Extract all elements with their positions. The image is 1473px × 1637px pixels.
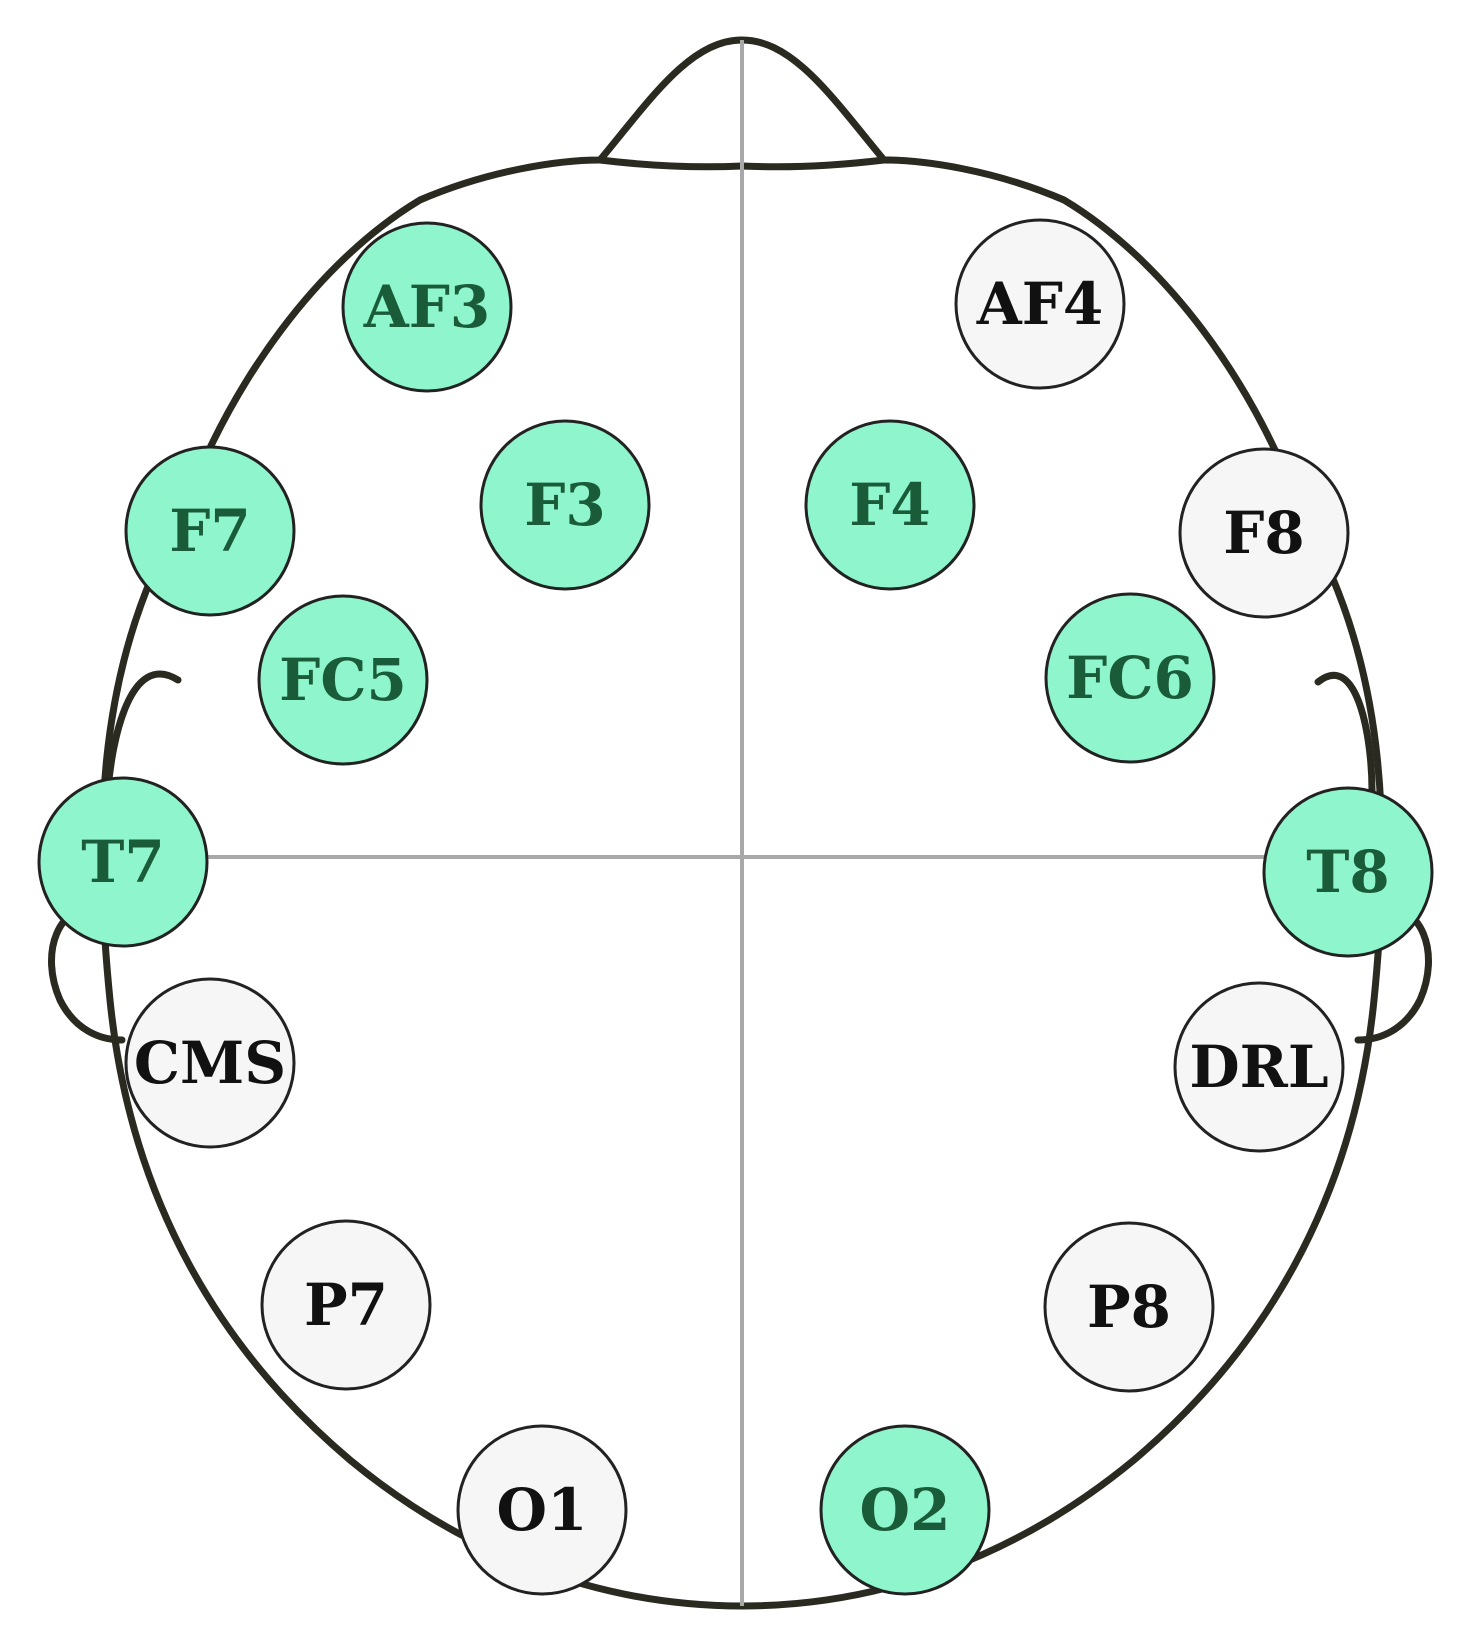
electrode-label: O1 [497, 1476, 588, 1544]
electrode-label: DRL [1189, 1033, 1328, 1101]
electrode-AF3: AF3 [341, 221, 513, 393]
electrode-label: F8 [1223, 499, 1305, 567]
electrode-P8: P8 [1043, 1221, 1215, 1393]
electrode-label: T7 [81, 828, 165, 896]
electrode-circle [260, 1219, 432, 1391]
electrode-T7: T7 [37, 776, 209, 948]
electrode-circle [1262, 786, 1434, 958]
electrode-circle [257, 594, 429, 766]
electrode-circle [456, 1424, 628, 1596]
electrode-P7: P7 [260, 1219, 432, 1391]
electrode-label: CMS [134, 1029, 286, 1097]
electrode-circle [1043, 1221, 1215, 1393]
electrode-circle [819, 1424, 991, 1596]
electrode-FC5: FC5 [257, 594, 429, 766]
electrode-FC6: FC6 [1044, 592, 1216, 764]
electrode-F7: F7 [124, 445, 296, 617]
electrode-label: P8 [1087, 1273, 1171, 1341]
electrode-DRL: DRL [1173, 981, 1345, 1153]
electrode-circle [1044, 592, 1216, 764]
electrode-F4: F4 [804, 419, 976, 591]
electrode-O2: O2 [819, 1424, 991, 1596]
electrode-label: AF3 [363, 273, 491, 341]
electrode-CMS: CMS [124, 977, 296, 1149]
electrode-circle [341, 221, 513, 393]
electrode-label: F4 [849, 471, 931, 539]
electrode-label: FC6 [1066, 644, 1194, 712]
electrode-circle [479, 419, 651, 591]
electrode-O1: O1 [456, 1424, 628, 1596]
electrode-F3: F3 [479, 419, 651, 591]
electrode-label: F7 [169, 497, 251, 565]
electrode-label: F3 [524, 471, 606, 539]
electrode-circle [1178, 447, 1350, 619]
electrode-circle [804, 419, 976, 591]
electrode-circle [124, 977, 296, 1149]
electrode-label: AF4 [976, 270, 1104, 338]
electrode-F8: F8 [1178, 447, 1350, 619]
electrode-label: T8 [1306, 838, 1390, 906]
electrode-circle [1173, 981, 1345, 1153]
electrode-circle [954, 218, 1126, 390]
electrode-label: P7 [304, 1271, 388, 1339]
electrode-circle [124, 445, 296, 617]
electrode-T8: T8 [1262, 786, 1434, 958]
electrode-circle [37, 776, 209, 948]
electrode-AF4: AF4 [954, 218, 1126, 390]
electrode-label: O2 [860, 1476, 951, 1544]
electrode-label: FC5 [279, 646, 407, 714]
